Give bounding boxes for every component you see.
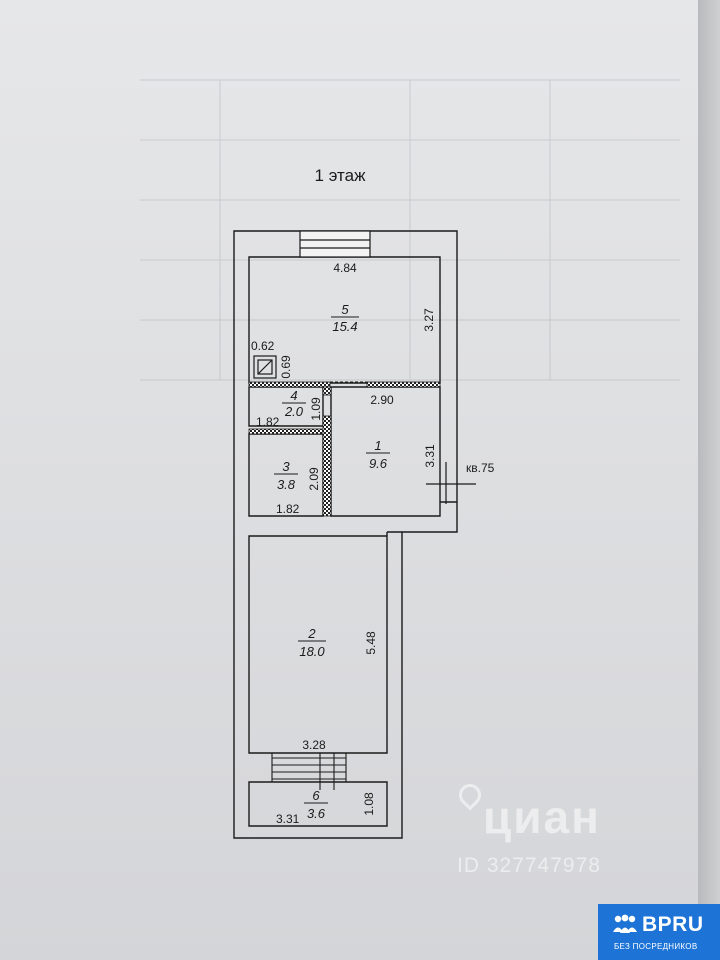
dim-room4-width: 1.82 [256, 415, 280, 429]
dim-shaft-width: 0.62 [251, 339, 275, 353]
dim-room4-depth: 1.09 [309, 397, 323, 421]
door-openings [322, 381, 367, 537]
watermark-listing-id: ID 327747978 [457, 854, 601, 877]
dim-room2-depth: 5.48 [364, 631, 378, 655]
room-4-number: 4 [290, 388, 297, 403]
apartment-label: кв.75 [466, 461, 495, 475]
bottom-stairs [271, 753, 347, 790]
bleed-through-table [140, 79, 680, 381]
lower-block-wall [386, 531, 402, 536]
room-6-outline [248, 781, 388, 827]
room-2-area: 18.0 [299, 644, 325, 659]
bpru-badge: BPRU БЕЗ ПОСРЕДНИКОВ [598, 904, 720, 960]
room-labels: 5 15.4 4 2.0 1 9.6 3 3.8 2 18.0 6 3.6 [274, 302, 390, 821]
dim-shaft-depth: 0.69 [279, 355, 293, 379]
dim-room6-depth: 1.08 [362, 792, 376, 816]
top-window [299, 230, 371, 258]
floor-title: 1 этаж [314, 166, 366, 185]
ventilation-shaft [253, 355, 277, 379]
room-6-area: 3.6 [307, 806, 326, 821]
dim-room5-width: 4.84 [333, 261, 357, 275]
badge-name: BPRU [642, 913, 704, 936]
dim-room1-width: 2.90 [370, 393, 394, 407]
dim-room3-depth: 2.09 [307, 467, 321, 491]
dim-room5-depth: 3.27 [422, 308, 436, 332]
dim-room1-depth: 3.31 [423, 444, 437, 468]
cian-watermark: циан ID 327747978 [454, 779, 675, 890]
paper-edge [698, 0, 720, 960]
watermark-brand: циан [483, 791, 601, 843]
room-5-number: 5 [341, 302, 349, 317]
badge-tagline: БЕЗ ПОСРЕДНИКОВ [614, 942, 698, 951]
room-4-area: 2.0 [284, 404, 304, 419]
hatched-partitions [248, 381, 441, 517]
dim-room2-width: 3.28 [302, 738, 326, 752]
people-icon [613, 914, 637, 933]
room-1-number: 1 [374, 438, 381, 453]
room-3-area: 3.8 [277, 477, 296, 492]
room-2-number: 2 [307, 626, 316, 641]
entrance-marker [426, 462, 476, 504]
dim-room3-width: 1.82 [276, 502, 300, 516]
room-5-area: 15.4 [332, 319, 357, 334]
room-6-number: 6 [312, 788, 320, 803]
dimension-labels: 4.84 3.27 0.62 0.69 2.90 1.09 1.82 3.31 … [251, 261, 495, 826]
room-3-number: 3 [282, 459, 290, 474]
paper-sheet [0, 0, 700, 960]
dim-room6-width: 3.31 [276, 812, 300, 826]
room-1-area: 9.6 [369, 456, 388, 471]
